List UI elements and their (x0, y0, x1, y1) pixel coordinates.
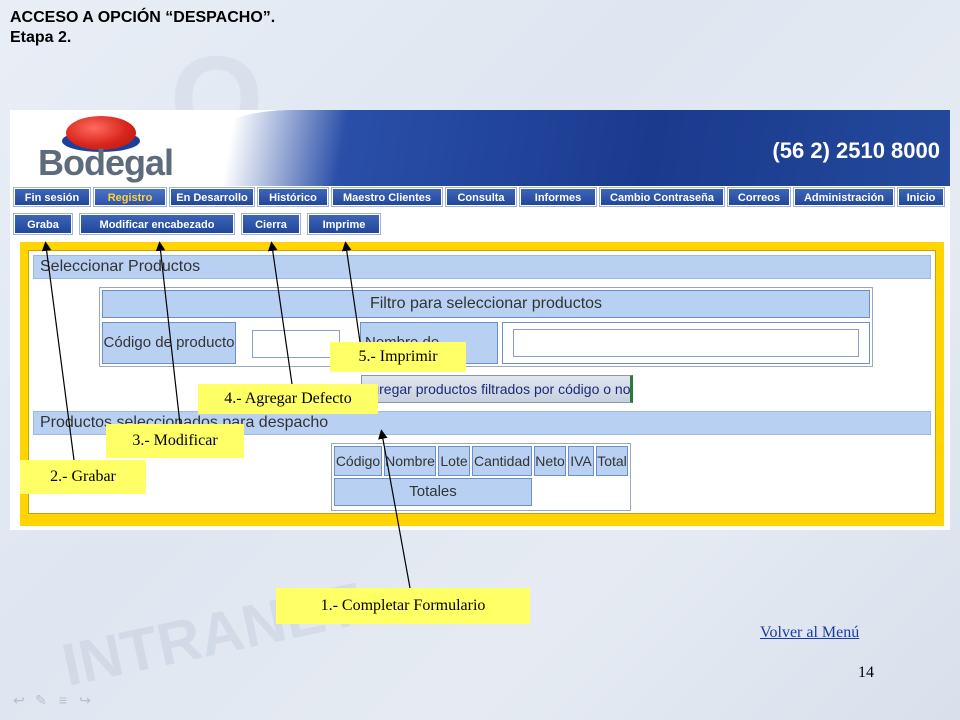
logo-text: Bodegal (38, 142, 174, 183)
filter-button[interactable]: Agregar productos filtrados por código o… (361, 375, 633, 403)
nav-registro[interactable]: Registro (93, 187, 167, 207)
callout-agregar-defecto: 4.- Agregar Defecto (198, 384, 378, 414)
slide-title-line2: Etapa 2. (10, 29, 72, 46)
filter-panel: Filtro para seleccionar productos Código… (99, 287, 873, 391)
form-frame: Seleccionar Productos Filtro para selecc… (20, 242, 944, 526)
graba-button[interactable]: Graba (13, 213, 73, 235)
col-cantidad: Cantidad (472, 446, 532, 476)
back-arrow-icon[interactable]: ↩ (13, 692, 25, 708)
col-codigo: Código (334, 446, 382, 476)
nav-informes[interactable]: Informes (519, 187, 597, 207)
col-neto: Neto (534, 446, 566, 476)
col-nombre: Nombre (384, 446, 436, 476)
nav-consulta[interactable]: Consulta (445, 187, 517, 207)
phone-number: (56 2) 2510 8000 (772, 138, 940, 163)
filter-title: Filtro para seleccionar productos (102, 290, 870, 318)
nav-cambio-contrasena[interactable]: Cambio Contraseña (599, 187, 725, 207)
callout-completar-formulario: 1.- Completar Formulario (276, 588, 530, 624)
menu-icon[interactable]: ≡ (58, 692, 68, 708)
bodegal-logo: Bodegal (32, 116, 174, 183)
logo-red-oval (66, 116, 136, 150)
callout-imprimir: 5.- Imprimir (330, 342, 466, 372)
name-input[interactable] (513, 329, 859, 357)
callout-grabar: 2.- Grabar (20, 460, 146, 494)
forward-arrow-icon[interactable]: ↪ (79, 692, 91, 708)
form-panel: Seleccionar Productos Filtro para selecc… (28, 250, 936, 514)
slide-title: ACCESO A OPCIÓN “DESPACHO”. Etapa 2. (10, 8, 275, 48)
pen-icon[interactable]: ✎ (35, 692, 47, 708)
nav-inicio[interactable]: Inicio (897, 187, 945, 207)
nav-historico[interactable]: Histórico (257, 187, 329, 207)
nav-administracion[interactable]: Administración (793, 187, 895, 207)
totals-row: Totales (334, 478, 532, 506)
col-iva: IVA (568, 446, 594, 476)
modificar-encabezado-button[interactable]: Modificar encabezado (79, 213, 235, 235)
app-header: Bodegal (56 2) 2510 8000 (10, 110, 950, 186)
page-number: 14 (858, 664, 874, 681)
callout-modificar: 3.- Modificar (106, 424, 244, 458)
volver-al-menu-link[interactable]: Volver al Menú (760, 624, 860, 641)
nav-fin-sesion[interactable]: Fin sesión (13, 187, 91, 207)
cierra-button[interactable]: Cierra (241, 213, 301, 235)
section-seleccionar-productos: Seleccionar Productos (33, 255, 931, 279)
slide-title-line1: ACCESO A OPCIÓN “DESPACHO”. (10, 9, 276, 26)
col-total: Total (596, 446, 628, 476)
code-label: Código de producto (102, 322, 236, 364)
slide-nav-icons: ↩ ✎ ≡ ↪ (8, 692, 96, 709)
nav-maestro-clientes[interactable]: Maestro Clientes (331, 187, 443, 207)
code-input[interactable] (252, 330, 340, 358)
col-lote: Lote (438, 446, 470, 476)
section-productos-seleccionados: Productos seleccionados para despacho (33, 411, 931, 435)
header-swoosh (170, 110, 950, 186)
imprime-button[interactable]: Imprime (307, 213, 381, 235)
nav-correos[interactable]: Correos (727, 187, 791, 207)
name-input-cell (502, 322, 870, 364)
products-table: Código Nombre Lote Cantidad Neto IVA Tot… (331, 443, 631, 511)
main-nav: Fin sesión Registro En Desarrollo Histór… (10, 186, 950, 208)
app-screenshot: Bodegal (56 2) 2510 8000 Fin sesión Regi… (10, 110, 950, 530)
action-bar: Graba Modificar encabezado Cierra Imprim… (10, 212, 950, 236)
nav-en-desarrollo[interactable]: En Desarrollo (169, 187, 255, 207)
